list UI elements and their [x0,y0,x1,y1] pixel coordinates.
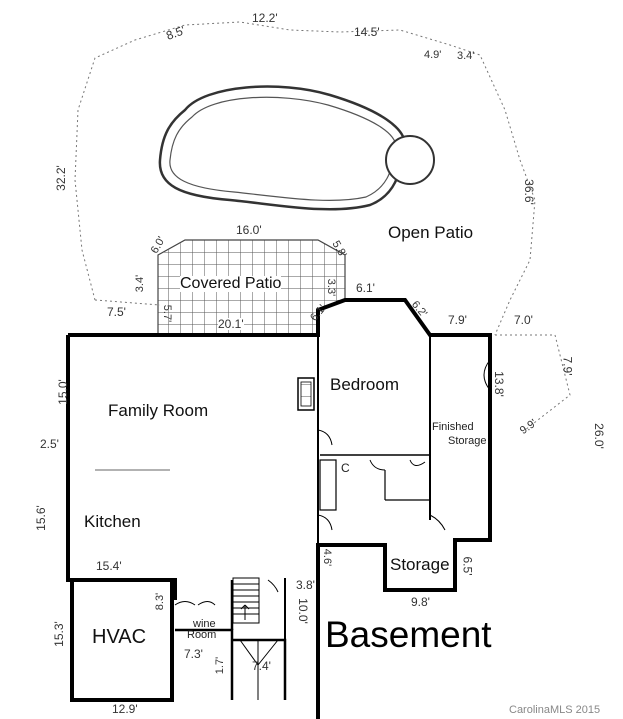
dim-15-4: 15.4' [96,559,122,573]
patio-left-edge [94,299,161,306]
wine-room-label-2: Room [187,629,217,641]
lower-landing [239,639,279,700]
finished-storage-label-1: Finished [432,421,474,433]
storage-label: Storage [390,555,450,574]
family-room-label: Family Room [108,401,209,420]
pool-inner [169,96,397,201]
door-swings [174,359,491,606]
dim-7-5: 7.5' [107,305,126,319]
dim-6-1-top: 6.1' [356,281,375,295]
dim-8-3: 8.3' [154,592,167,611]
dim-7-9-side: 7.9' [560,356,575,376]
dim-12-9: 12.9' [112,702,138,716]
dim-3-4-left: 3.4' [134,274,147,293]
dim-2-5: 2.5' [40,437,59,451]
dim-6-5: 6.5' [460,556,475,576]
pool-outer [158,85,407,211]
finished-storage-label-2: Storage [448,435,487,447]
dim-20-1: 20.1' [218,317,244,331]
bedroom-label: Bedroom [330,375,399,394]
dim-26-0: 26.0' [591,423,606,449]
dim-7-9-top: 7.9' [448,313,467,327]
house-left-walls [66,335,177,600]
dim-32-2: 32.2' [53,165,68,191]
dim-10-0: 10.0' [295,598,310,624]
covered-patio-label: Covered Patio [180,275,282,292]
dim-36-6: 36.6' [521,179,536,205]
dim-5-7: 5.7' [161,304,174,323]
dim-3-8: 3.8' [296,578,315,592]
open-patio-label: Open Patio [388,223,474,242]
dim-7-0: 7.0' [514,313,533,327]
fireplace [297,377,315,411]
dim-1-7: 1.7' [214,656,227,675]
dim-16-0: 16.0' [236,223,262,237]
closet-label: C [341,461,350,475]
dim-13-8: 13.8' [491,371,506,397]
floor-title: Basement [325,614,492,655]
east-landing [495,334,571,431]
hot-tub [385,135,435,185]
dim-4-6: 4.6' [321,548,334,567]
dim-12-2: 12.2' [252,11,278,25]
dim-3-4-top: 3.4' [457,50,475,62]
dim-7-4: 7.4' [252,659,271,673]
dim-15-0: 15.0' [55,379,70,405]
dim-9-8: 9.8' [411,595,430,609]
hvac-walls [70,580,174,702]
house-exterior-walls [68,298,492,719]
kitchen-label: Kitchen [84,512,141,531]
dim-3-3: 3.3' [325,278,338,297]
dim-14-5: 14.5' [354,25,380,39]
dim-15-6: 15.6' [33,505,48,531]
dim-7-3: 7.3' [184,647,203,661]
bathtub [319,459,337,511]
dim-15-3: 15.3' [51,621,66,647]
dim-4-9: 4.9' [424,49,442,61]
credit-watermark: CarolinaMLS 2015 [509,704,601,716]
hvac-label: HVAC [92,626,147,648]
wine-room-label-1: wine [193,618,216,630]
stairs [232,577,260,624]
